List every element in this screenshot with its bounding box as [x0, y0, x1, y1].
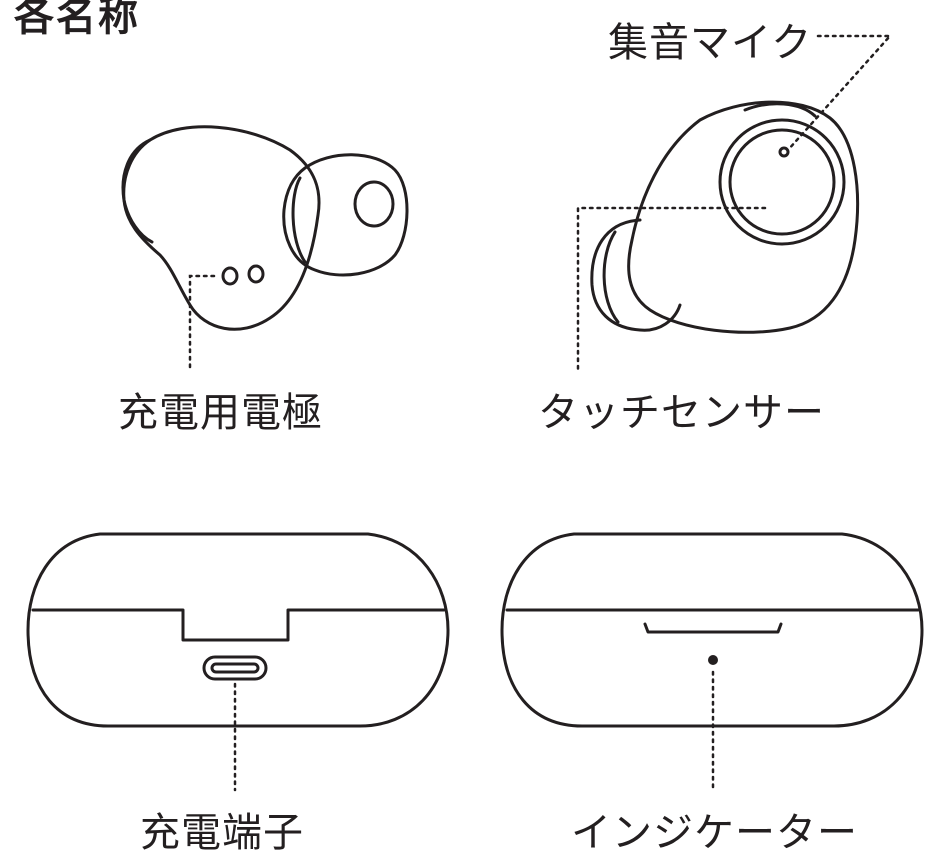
indicator-groove: [643, 622, 783, 634]
touch-pad-outer-ring: [718, 118, 846, 246]
ear-tip-inner: [291, 176, 307, 264]
indicator-label: インジケーター: [571, 810, 858, 856]
earbud-side-view: [121, 125, 409, 374]
touch-sensor-leader-line: [576, 206, 767, 374]
touch-sensor-label: タッチセンサー: [538, 390, 825, 436]
case-outline-2: [500, 532, 924, 728]
electrode-leader-line: [188, 274, 216, 374]
earbud-shell-inner-edge: [743, 102, 817, 118]
case-outline: [26, 532, 450, 728]
earbud-body-outline: [122, 125, 321, 331]
ear-tip-fold: [602, 230, 620, 324]
ear-tip-nozzle: [353, 180, 395, 228]
charging-contact-right: [247, 264, 265, 284]
earbud-wing-tip: [121, 138, 154, 244]
ear-tip-body: [590, 218, 682, 332]
page-title: 各名称: [14, 0, 140, 40]
usb-c-port-inner: [210, 662, 260, 674]
earbud-shell-outline: [627, 100, 860, 334]
charging-port-label: 充電端子: [140, 810, 304, 856]
earbud-front-view: [576, 34, 893, 374]
case-port-view: [26, 532, 450, 792]
microphone-leader-line: [786, 34, 893, 152]
case-indicator-view: [500, 532, 924, 792]
touch-pad-inner-ring: [728, 128, 836, 236]
microphone-label: 集音マイク: [608, 20, 813, 66]
microphone-hole: [778, 146, 790, 158]
case-lid-seam: [31, 608, 446, 642]
charging-electrode-label: 充電用電極: [118, 390, 323, 436]
indicator-light: [708, 655, 718, 665]
usb-c-port: [202, 655, 268, 681]
ear-tip-outer: [282, 153, 409, 277]
charging-contact-left: [221, 266, 239, 286]
